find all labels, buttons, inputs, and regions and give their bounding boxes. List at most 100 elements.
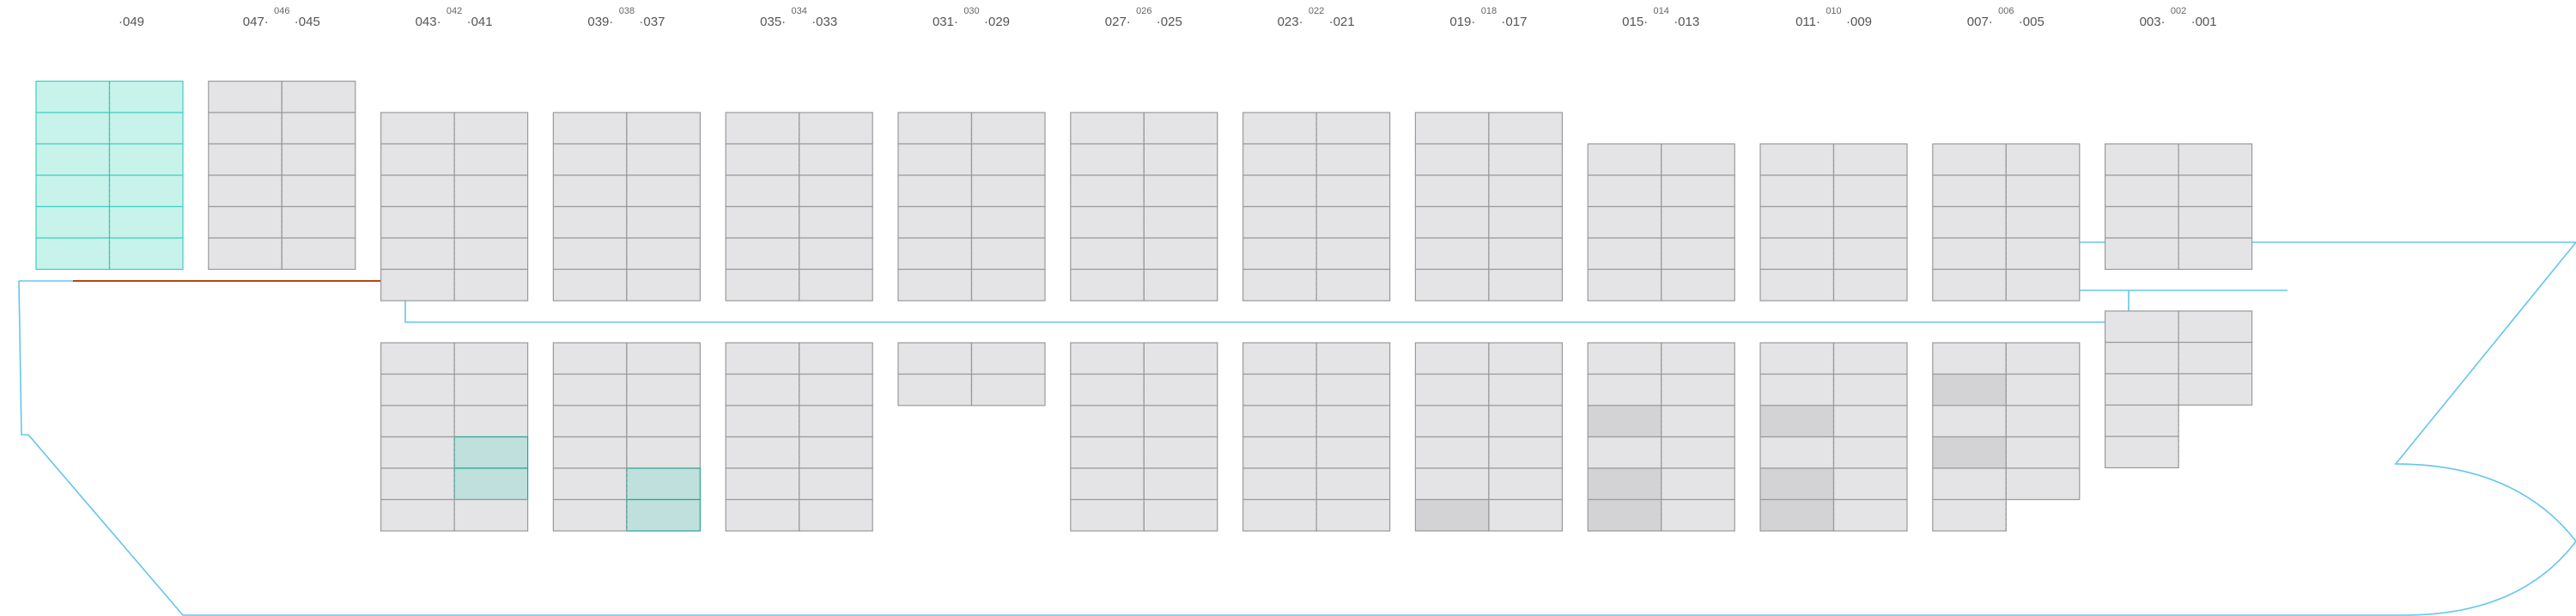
hold-slot [1832, 405, 1908, 438]
hold-slot [1143, 342, 1218, 375]
deck-slot [1759, 205, 1835, 239]
deck-slot [897, 143, 973, 176]
bay-label-left: 043· [416, 15, 441, 29]
hold-slot [970, 342, 1046, 375]
deck-slot [2005, 174, 2081, 208]
hold-slot [380, 498, 455, 532]
deck-slot [453, 143, 529, 176]
bay-label-mid: 010 [1826, 6, 1841, 16]
hold-slot [1759, 405, 1835, 438]
deck-slot [208, 174, 283, 208]
bay-b045: 047·046·045 [208, 6, 356, 271]
hold-slot [1587, 405, 1662, 438]
hold-slot [725, 373, 800, 406]
deck-slot [725, 174, 800, 208]
deck-slot [970, 205, 1046, 239]
hold-slot [725, 405, 800, 438]
hold-slot [552, 342, 628, 375]
hold-slot [1587, 436, 1662, 469]
bay-label-right: ·045 [295, 15, 320, 29]
deck-slot [1759, 268, 1835, 302]
bay-label-mid: 046 [274, 6, 289, 16]
deck-slot [35, 80, 111, 113]
deck-slot [970, 112, 1046, 145]
deck-slot [970, 143, 1046, 176]
deck-slot [2178, 205, 2253, 239]
hold-slot [1143, 498, 1218, 532]
hold-slot [1315, 405, 1391, 438]
hold-slot [1070, 467, 1145, 501]
deck-slot [1242, 143, 1317, 176]
deck-slot [108, 112, 184, 145]
hold-slot [1143, 405, 1218, 438]
bay-label-mid: 042 [447, 6, 462, 16]
hold-slot [1587, 498, 1662, 532]
hold-slot [1070, 436, 1145, 469]
hold-slot [1488, 436, 1564, 469]
hold-slot [626, 373, 702, 406]
hold-slot [380, 436, 455, 469]
bay-label-right: ·049 [118, 15, 144, 29]
deck-slot [108, 237, 184, 271]
deck-slot [1759, 174, 1835, 208]
hold-slot [2178, 341, 2253, 375]
deck-slot [208, 143, 283, 176]
hold-slot [1414, 467, 1490, 501]
deck-slot [1070, 237, 1145, 271]
deck-slot [1661, 174, 1735, 208]
deck-slot [897, 205, 973, 239]
hold-slot [799, 498, 873, 532]
hold-slot [799, 342, 873, 375]
deck-slot [1587, 205, 1662, 239]
deck-slot [897, 174, 973, 208]
deck-slot [1587, 143, 1662, 176]
deck-slot [1070, 174, 1145, 208]
hold-slot [453, 436, 529, 469]
deck-slot [799, 237, 873, 271]
hold-slot [725, 498, 800, 532]
hold-slot [2105, 310, 2179, 344]
deck-slot [1832, 268, 1908, 302]
hold-slot [1488, 342, 1564, 375]
bay-label-left: 035· [760, 15, 786, 29]
deck-slot [1070, 112, 1145, 145]
hold-slot [1414, 498, 1490, 532]
hull-outline [18, 241, 2576, 616]
hold-slot [1932, 405, 2007, 438]
bay-label-right: ·017 [1501, 15, 1527, 29]
hold-slot [380, 342, 455, 375]
bay-b029: 031·030·029 [897, 6, 1046, 406]
deck-slot [1242, 112, 1317, 145]
deck-slot [897, 112, 973, 145]
deck-slot [1587, 237, 1662, 271]
deck-slot [208, 205, 283, 239]
hold-slot [1932, 373, 2007, 406]
hold-slot [1759, 373, 1835, 406]
deck-slot [552, 143, 628, 176]
bay-label-left: 011· [1795, 15, 1820, 29]
bay-label-right: ·009 [1846, 15, 1872, 29]
deck-slot [799, 205, 873, 239]
deck-slot [1661, 205, 1735, 239]
bay-b017: 019·018·017 [1414, 6, 1564, 532]
deck-slot [725, 112, 800, 145]
hold-slot [1242, 373, 1317, 406]
hold-slot [1759, 342, 1835, 375]
hold-slot [1587, 342, 1662, 375]
hold-slot [1070, 498, 1145, 532]
bay-label-mid: 038 [619, 6, 635, 16]
bay-b001: 003·002·001 [2105, 6, 2253, 469]
deck-slot [1143, 205, 1218, 239]
deck-slot [1932, 205, 2007, 239]
deck-slot [1932, 268, 2007, 302]
deck-slot [2005, 143, 2081, 176]
deck-slot [1315, 268, 1391, 302]
bay-label-mid: 026 [1136, 6, 1151, 16]
hold-slot [1242, 467, 1317, 501]
deck-slot [725, 143, 800, 176]
hold-slot [2005, 436, 2081, 469]
deck-slot [35, 112, 111, 145]
hold-slot [1832, 498, 1908, 532]
deck-slot [1242, 237, 1317, 271]
